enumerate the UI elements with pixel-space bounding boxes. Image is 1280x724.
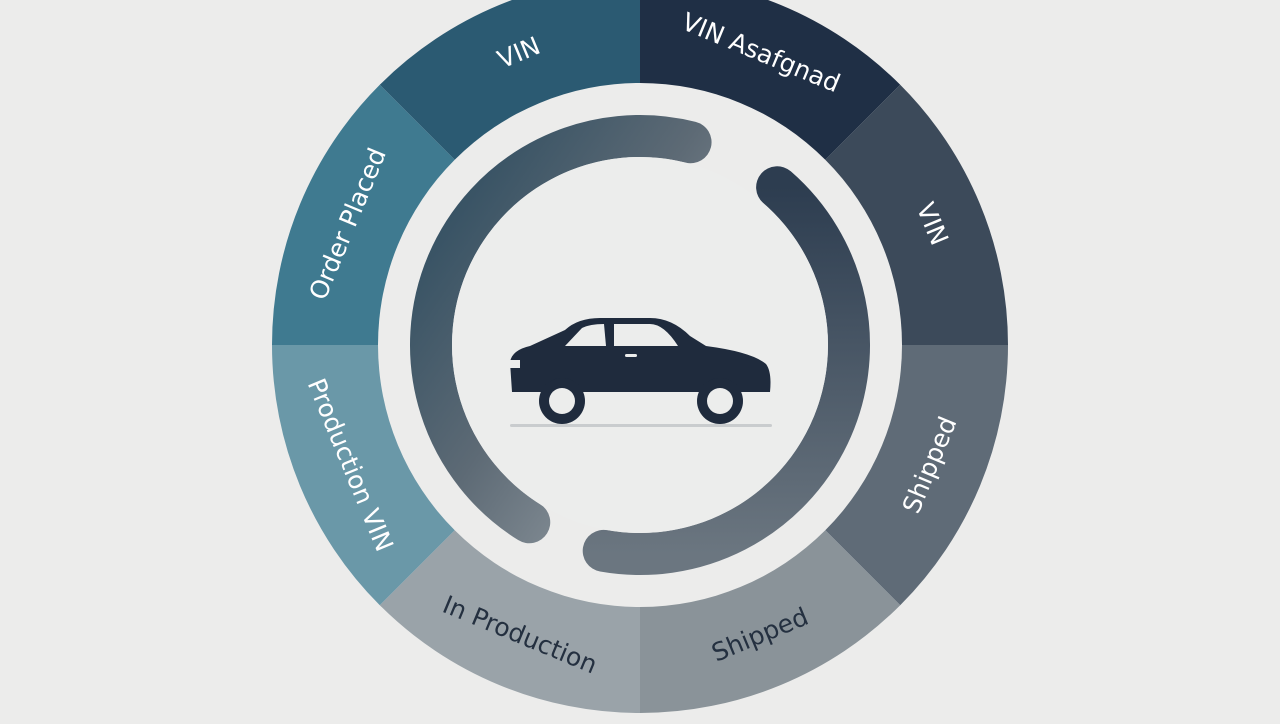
inner-progress-arc <box>410 115 712 544</box>
ring-segment-5 <box>640 529 901 713</box>
ring-segment-1 <box>379 0 640 161</box>
ring-segment-4 <box>824 345 1008 606</box>
inner-progress-arc-right <box>582 166 870 575</box>
car-icon <box>510 318 772 427</box>
ring-segment-3 <box>824 84 1008 346</box>
ring-segment-7 <box>272 345 456 606</box>
ring-segment-2 <box>640 0 901 161</box>
ring-segments <box>272 0 1008 713</box>
ring-segment-8 <box>272 84 456 346</box>
ring-segment-6 <box>379 529 640 713</box>
